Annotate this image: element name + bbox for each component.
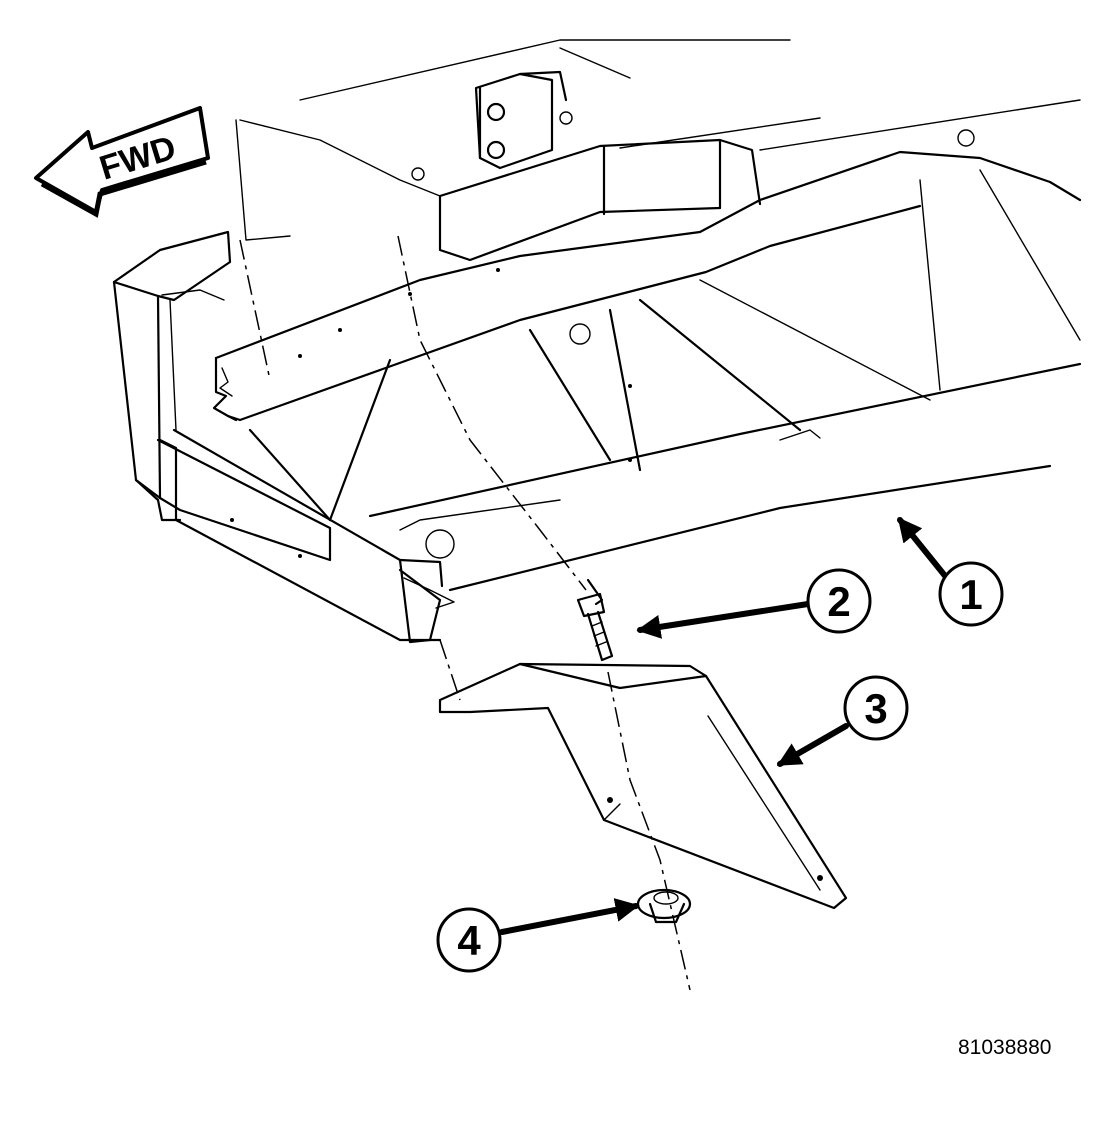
figure-id: 81038880 — [958, 1036, 1052, 1059]
callout-2: 2 — [806, 568, 872, 634]
callout-4: 4 — [436, 907, 502, 973]
callout-4-label: 4 — [457, 917, 481, 964]
fwd-direction-arrow: FWD — [34, 106, 210, 218]
callout-2-label: 2 — [827, 578, 850, 625]
vehicle-frame — [112, 39, 1082, 644]
mounting-bolt — [576, 578, 614, 662]
splash-shield — [438, 662, 848, 910]
callout-2-leader — [636, 601, 811, 639]
callout-1: 1 — [938, 561, 1004, 627]
callout-1-leader — [897, 517, 953, 585]
installation-centerlines — [239, 235, 691, 991]
callout-3: 3 — [843, 675, 909, 741]
callout-3-leader — [776, 723, 849, 767]
callout-3-label: 3 — [864, 685, 887, 732]
callout-4-leader — [499, 898, 640, 935]
flange-nut — [636, 888, 692, 924]
callout-1-label: 1 — [959, 571, 982, 618]
